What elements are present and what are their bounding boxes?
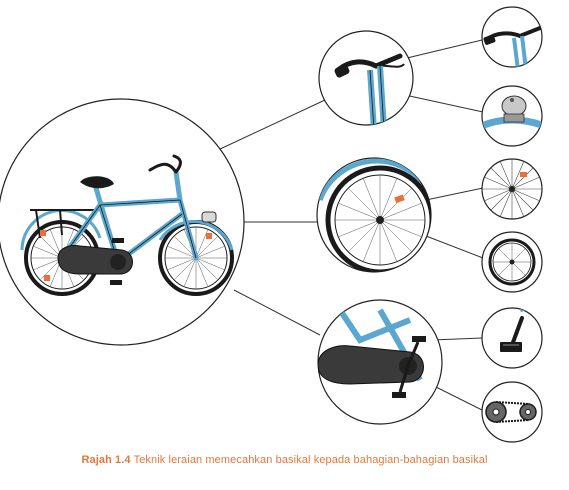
figure-caption: Rajah 1.4 Teknik leraian memecahkan basi… (0, 454, 569, 466)
pedal-icon (482, 308, 550, 368)
whole-bicycle-icon (0, 99, 244, 345)
bell-icon (482, 86, 544, 146)
chain-sprocket-icon (482, 382, 542, 442)
caption-text: Teknik leraian memecahkan basikal kepada… (131, 454, 488, 466)
chain-guard-icon (318, 300, 442, 424)
wheel-icon (317, 158, 432, 272)
caption-label: Rajah 1.4 (81, 454, 130, 466)
spokes-icon (482, 159, 542, 219)
handlebar-icon (319, 31, 413, 130)
rim-icon (482, 232, 542, 292)
handle-grip-icon (482, 7, 542, 70)
